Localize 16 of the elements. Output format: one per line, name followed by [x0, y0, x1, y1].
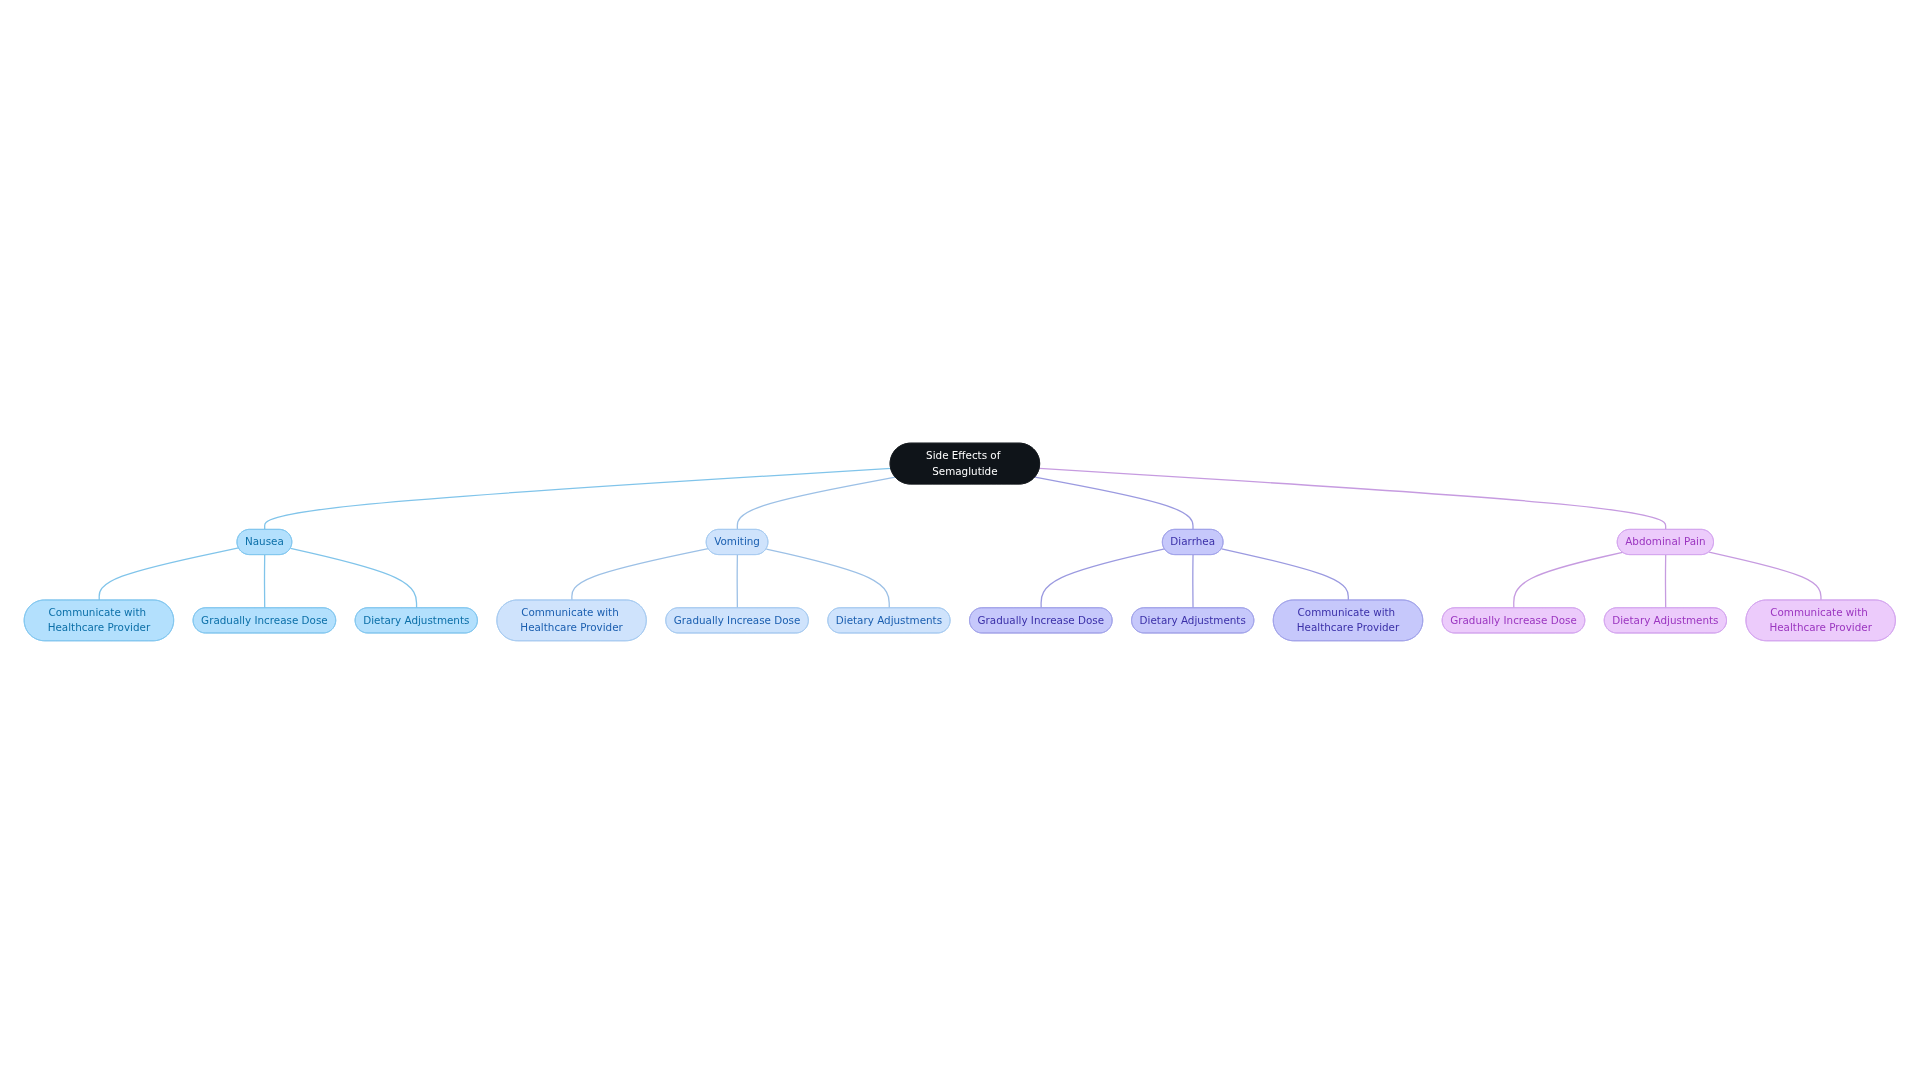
connector — [571, 547, 709, 601]
connector — [264, 553, 266, 609]
connector — [98, 546, 240, 601]
connector — [1034, 476, 1194, 530]
connector — [1039, 467, 1667, 530]
connector — [264, 467, 892, 530]
connector — [1040, 547, 1166, 609]
connector — [1708, 551, 1822, 601]
connector — [1221, 547, 1350, 601]
connector — [1192, 553, 1194, 609]
connector — [736, 553, 739, 609]
connector — [290, 547, 418, 609]
connector — [1665, 553, 1667, 609]
connector — [1513, 551, 1624, 609]
connector — [765, 547, 891, 609]
connector — [736, 476, 897, 530]
